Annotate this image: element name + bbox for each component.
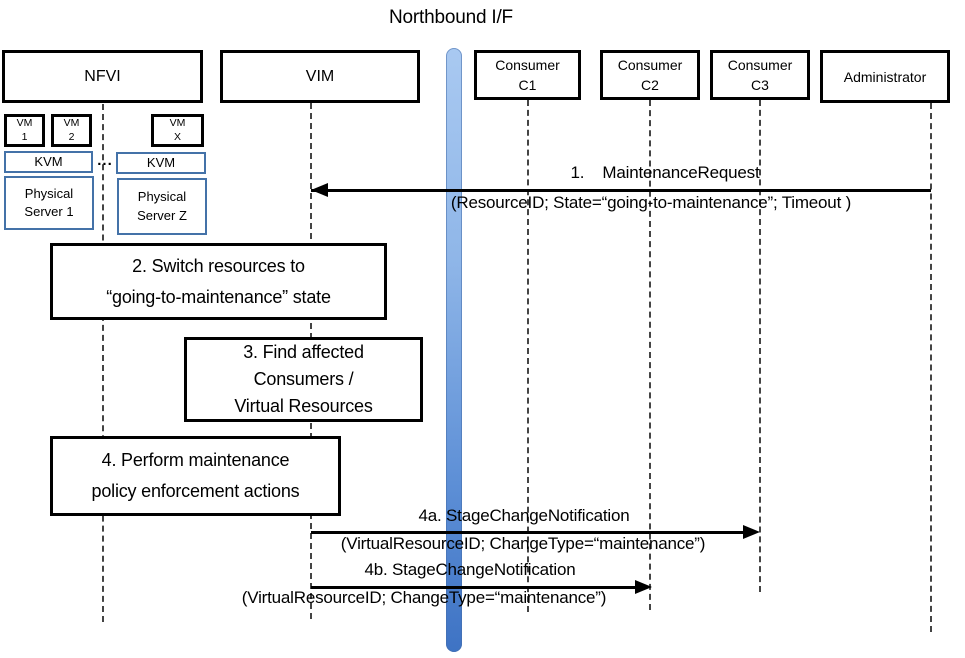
- physical-server-z-line1: Physical: [137, 189, 187, 205]
- message-1-line: [311, 189, 931, 192]
- message-4a-label: 4a. StageChangeNotification: [418, 506, 630, 525]
- vm-2-line2: 2: [68, 130, 75, 143]
- step-3-line1: 3. Find affected: [243, 342, 364, 362]
- actor-administrator-label: Administrator: [843, 68, 927, 85]
- lifeline-nfvi: [102, 104, 104, 622]
- message-1-arrowhead-icon: [311, 183, 328, 197]
- message-4b-params: (VirtualResourceID; ChangeType=“maintena…: [241, 588, 607, 607]
- lifeline-consumer-c3: [759, 100, 761, 592]
- actor-c3-line1: Consumer: [727, 56, 793, 73]
- lifeline-consumer-c1: [527, 100, 529, 612]
- vm-x-line1: VM: [169, 117, 186, 130]
- vm-x-line2: X: [173, 130, 181, 143]
- actor-c1-line1: Consumer: [495, 56, 560, 73]
- actor-nfvi: NFVI: [2, 50, 203, 103]
- vm-1-line1: VM: [16, 117, 33, 130]
- lifeline-administrator: [930, 103, 932, 632]
- northbound-if-bar: [446, 48, 462, 652]
- kvm-left-box: KVM: [4, 151, 93, 173]
- physical-server-z-line2: Server Z: [137, 207, 187, 223]
- actor-c2-line2: C2: [641, 77, 659, 93]
- message-4a-line: [311, 531, 744, 534]
- actor-c3-line2: C3: [751, 77, 769, 93]
- message-4b-line: [311, 586, 636, 589]
- actor-consumer-c2: Consumer C2: [600, 50, 700, 100]
- step-3-box: 3. Find affected Consumers / Virtual Res…: [184, 337, 423, 422]
- step-2-line1: 2. Switch resources to: [132, 255, 305, 276]
- physical-server-1-line2: Server 1: [24, 204, 74, 219]
- vm-2-box: VM 2: [51, 114, 92, 147]
- step-4-line1: 4. Perform maintenance: [101, 450, 290, 470]
- actor-c2-line1: Consumer: [617, 56, 683, 73]
- step-2-box: 2. Switch resources to “going-to-mainten…: [50, 243, 387, 320]
- physical-server-z-box: Physical Server Z: [117, 178, 207, 235]
- lifeline-consumer-c2: [649, 100, 651, 610]
- actor-administrator: Administrator: [820, 50, 950, 103]
- step-2-line2: “going-to-maintenance” state: [106, 286, 331, 307]
- kvm-left-label: KVM: [34, 153, 63, 169]
- message-1-label: 1. MaintenanceRequest: [570, 163, 760, 182]
- message-1-params: (ResourceID; State=“going-to-maintenance…: [450, 193, 852, 212]
- actor-nfvi-label: NFVI: [84, 67, 121, 85]
- vm-1-box: VM 1: [4, 114, 45, 147]
- vm-x-box: VM X: [151, 114, 204, 147]
- kvm-right-box: KVM: [116, 152, 206, 174]
- physical-server-1-box: Physical Server 1: [4, 176, 94, 230]
- step-4-box: 4. Perform maintenance policy enforcemen…: [50, 436, 341, 516]
- actor-consumer-c3: Consumer C3: [710, 50, 810, 100]
- step-3-line3: Virtual Resources: [234, 396, 373, 416]
- kvm-right-label: KVM: [146, 154, 176, 170]
- physical-server-1-line1: Physical: [24, 185, 74, 201]
- ellipsis-dots: ...: [97, 152, 113, 169]
- step-4-line2: policy enforcement actions: [91, 481, 300, 501]
- message-4a-params: (VirtualResourceID; ChangeType=“maintena…: [340, 534, 706, 553]
- actor-vim: VIM: [220, 50, 420, 103]
- vm-2-line1: VM: [63, 117, 80, 130]
- northbound-if-title: Northbound I/F: [389, 7, 513, 28]
- message-4a-arrowhead-icon: [743, 525, 760, 539]
- message-4b-arrowhead-icon: [635, 580, 652, 594]
- actor-consumer-c1: Consumer C1: [474, 50, 581, 100]
- vm-1-line2: 1: [21, 130, 28, 143]
- step-3-line2: Consumers /: [253, 369, 354, 389]
- message-4b-label: 4b. StageChangeNotification: [364, 560, 576, 579]
- actor-c1-line2: C1: [518, 77, 537, 93]
- actor-vim-label: VIM: [305, 67, 335, 85]
